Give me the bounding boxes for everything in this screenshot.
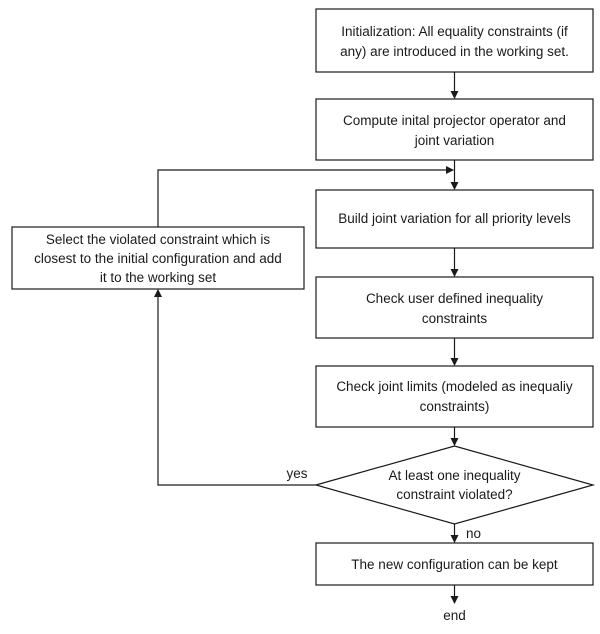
node-build-joint-variation-line-1: Build joint variation for all priority l… xyxy=(338,211,571,226)
node-check-user-constraints: Check user defined inequality constraint… xyxy=(315,276,594,339)
node-initialization-line-2: any) are introduced in the working set. xyxy=(340,44,569,59)
node-check-user-constraints-line-2: constraints xyxy=(422,311,488,326)
node-compute-projector-line-1: Compute inital projector operator and xyxy=(343,113,566,128)
node-compute-projector-line-2: joint variation xyxy=(414,133,495,148)
terminal-end: end xyxy=(443,608,466,623)
node-compute-projector: Compute inital projector operator and jo… xyxy=(315,98,594,161)
node-select-violated-constraint-line-2: closest to the initial configuration and… xyxy=(34,251,282,266)
decision-constraint-violated: At least one inequality constraint viola… xyxy=(313,445,596,525)
arrow-select-loop-back xyxy=(157,166,454,227)
node-keep-configuration-line-1: The new configuration can be kept xyxy=(351,557,558,572)
node-initialization-line-1: Initialization: All equality constraints… xyxy=(341,24,568,39)
edge-label-no: no xyxy=(466,526,481,541)
decision-constraint-violated-line-2: constraint violated? xyxy=(396,487,512,502)
arrow-decision-yes-to-select xyxy=(154,289,316,486)
node-select-violated-constraint: Select the violated constraint which is … xyxy=(11,226,305,290)
node-select-violated-constraint-line-1: Select the violated constraint which is xyxy=(46,232,271,247)
node-build-joint-variation: Build joint variation for all priority l… xyxy=(315,189,594,249)
node-initialization: Initialization: All equality constraints… xyxy=(315,8,594,73)
node-keep-configuration: The new configuration can be kept xyxy=(315,542,594,586)
decision-constraint-violated-line-1: At least one inequality xyxy=(388,468,520,483)
node-check-joint-limits-line-1: Check joint limits (modeled as inequaliy xyxy=(336,379,573,394)
node-check-joint-limits-line-2: constraints) xyxy=(420,399,490,414)
edge-label-yes: yes xyxy=(286,466,307,481)
node-check-joint-limits: Check joint limits (modeled as inequaliy… xyxy=(315,365,594,428)
node-select-violated-constraint-line-3: it to the working set xyxy=(100,270,217,285)
node-check-user-constraints-line-1: Check user defined inequality xyxy=(366,291,543,306)
